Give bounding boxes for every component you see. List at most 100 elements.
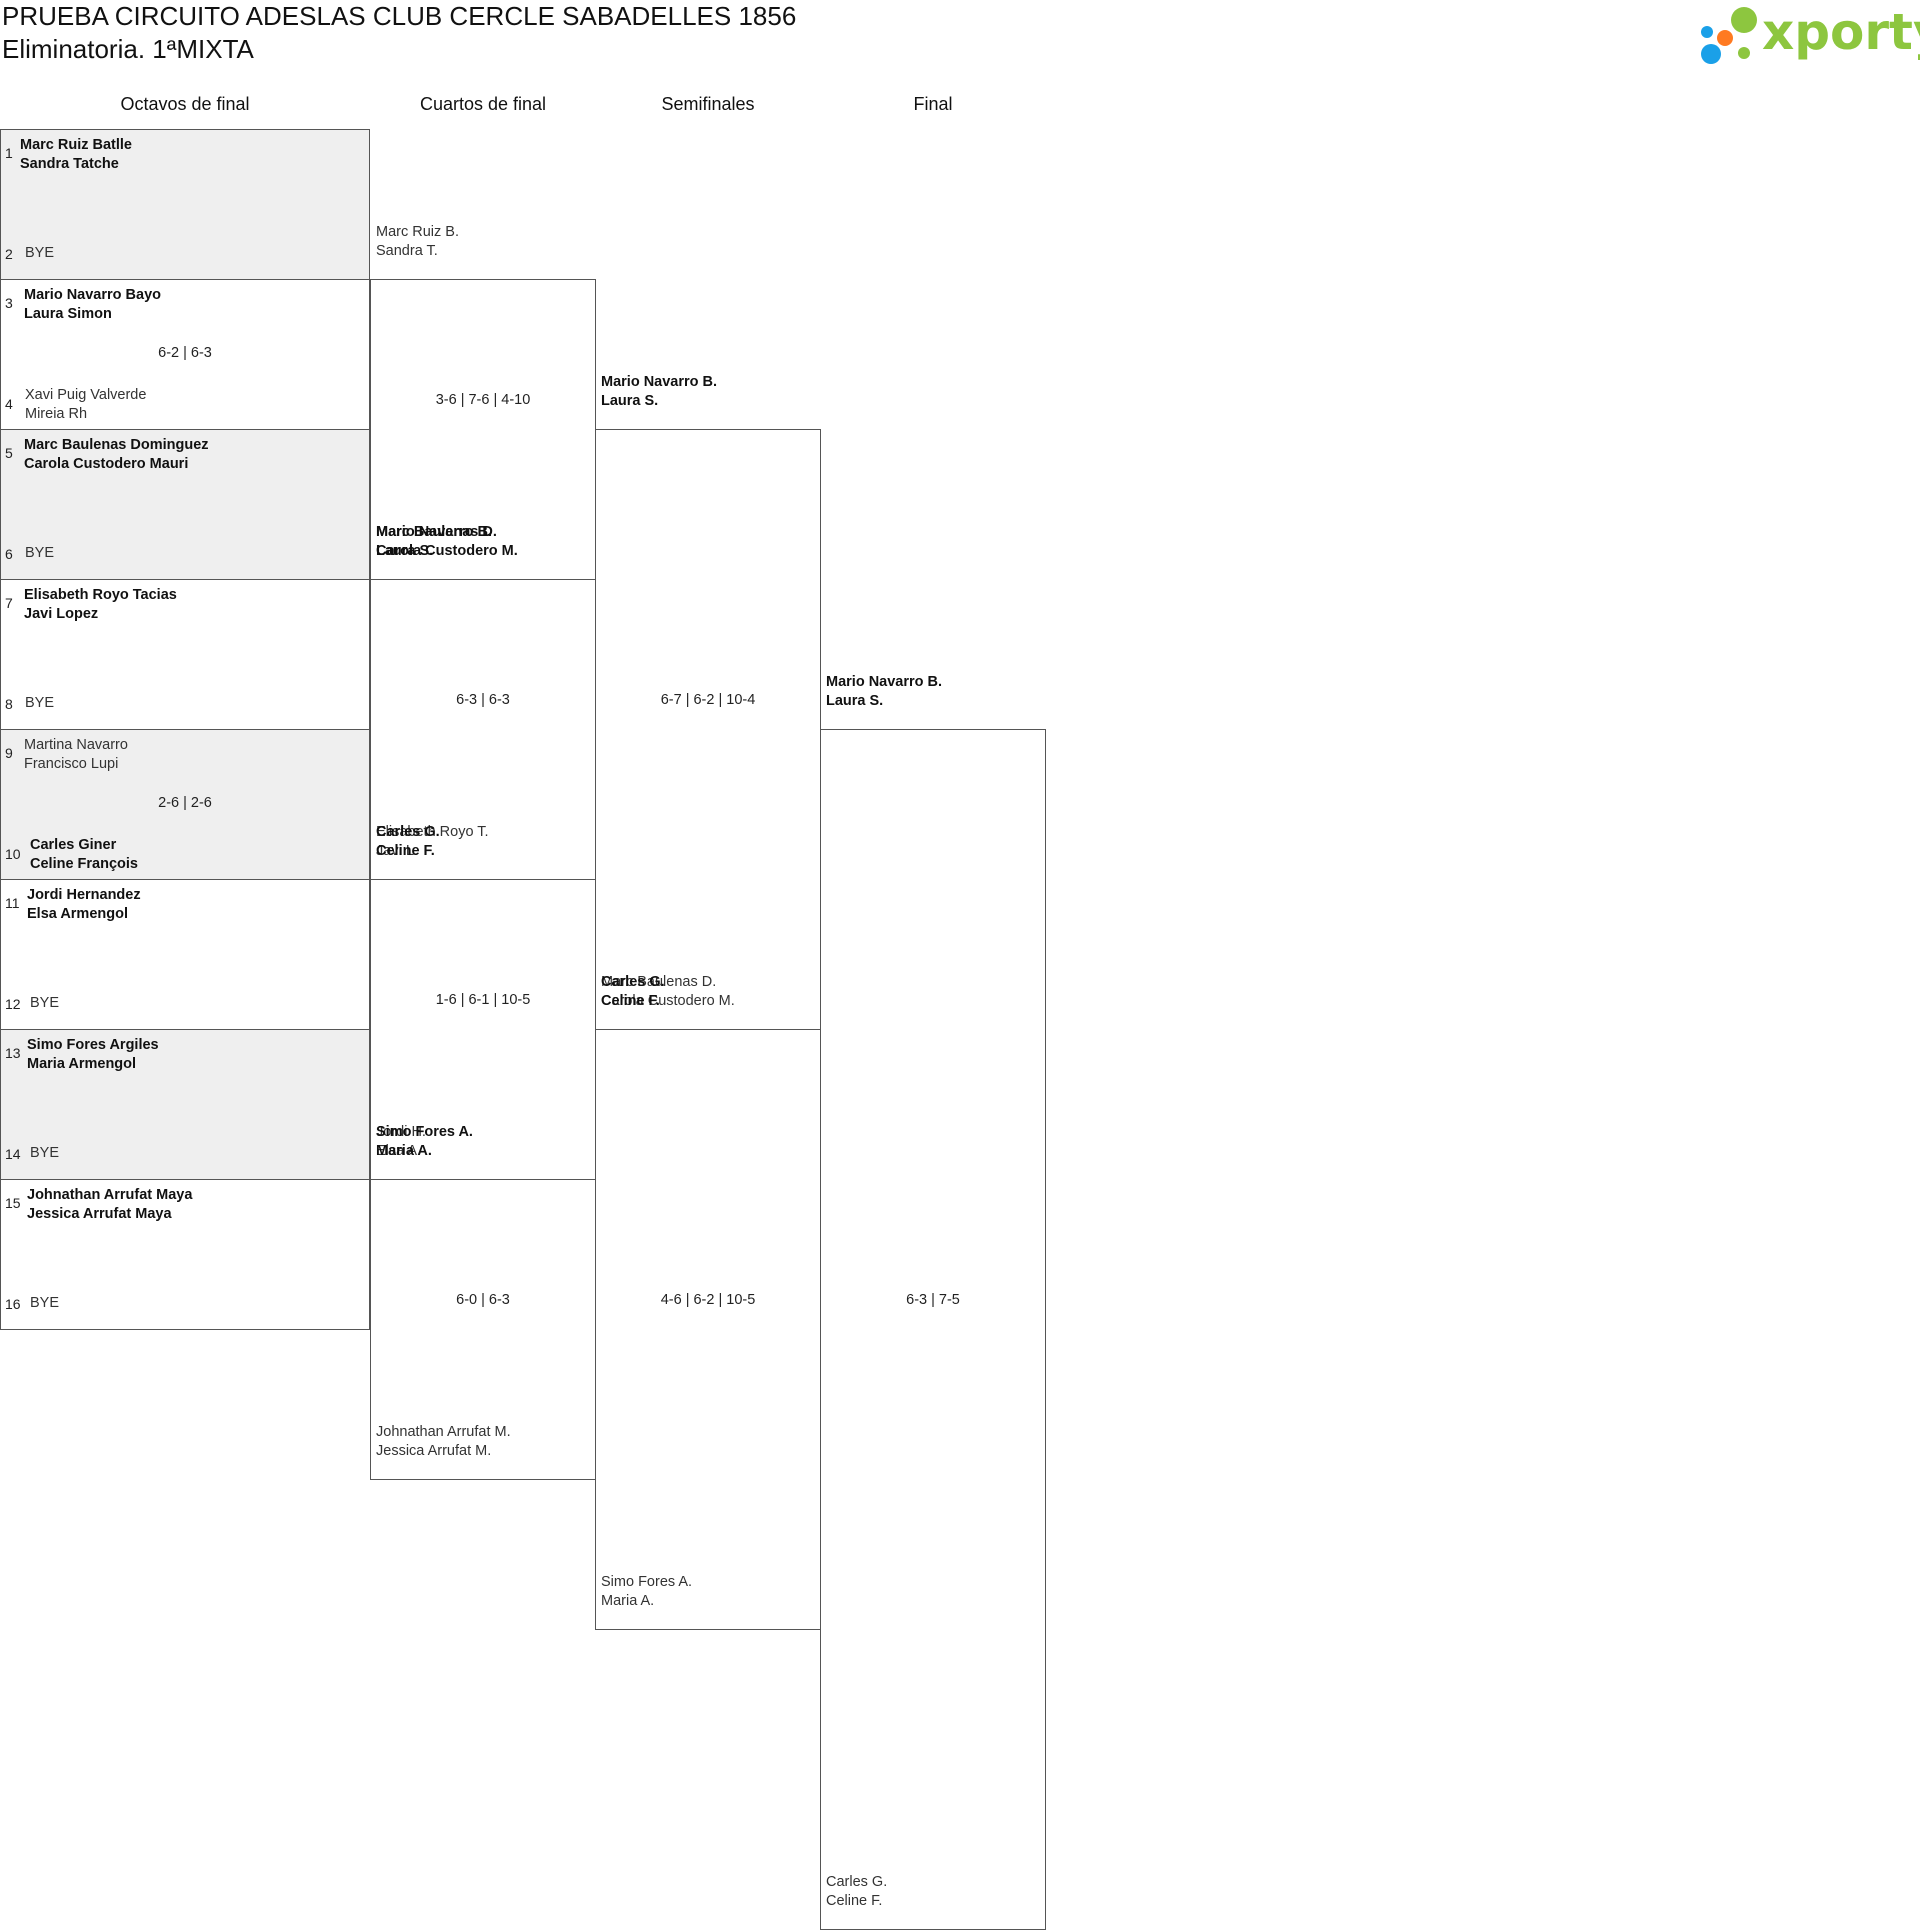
- player-name: BYE: [25, 695, 55, 711]
- player-name: Johnathan Arrufat M.: [376, 1424, 511, 1440]
- player-name: Maria Armengol: [27, 1056, 137, 1072]
- player-name: Celine François: [30, 856, 138, 872]
- player-name: Marc Ruiz Batlle: [20, 137, 132, 153]
- player-name: Javi Lopez: [24, 606, 99, 622]
- player-name: Carles G.: [601, 974, 665, 990]
- player-name: BYE: [25, 245, 55, 261]
- team-top: Carles G. Celine F.: [601, 973, 665, 1011]
- seed-number: 8: [5, 696, 13, 712]
- xporty-logo-mark: [1701, 7, 1757, 64]
- seed-number: 7: [5, 595, 13, 611]
- player-name: Carles G.: [826, 1874, 888, 1890]
- player-name: Carola Custodero M.: [601, 993, 735, 1009]
- seed-number: 15: [5, 1195, 21, 1211]
- team-bottom: Simo Fores A. Maria A.: [601, 1573, 692, 1611]
- r16-match-box: [0, 129, 370, 280]
- player-name: Laura S.: [601, 393, 659, 409]
- seed-number: 12: [5, 996, 21, 1012]
- match-score: 6-7 | 6-2 | 10-4: [660, 692, 756, 708]
- player-name: Laura Simon: [24, 306, 112, 322]
- round-title-1: Octavos de final: [120, 94, 250, 114]
- player-name: Mario Navarro B.: [826, 674, 943, 690]
- player-name: Celine F.: [601, 993, 660, 1009]
- player-name: Martina Navarro: [24, 737, 128, 753]
- player-name: BYE: [25, 545, 55, 561]
- match-score: 6-3 | 7-5: [906, 1292, 960, 1308]
- team-bottom: BYE: [30, 994, 59, 1013]
- player-name: Laura S.: [376, 543, 434, 559]
- player-name: Mario Navarro B.: [376, 524, 493, 540]
- seed-number: 13: [5, 1045, 21, 1061]
- seed-number: 11: [5, 895, 20, 911]
- match-score: 1-6 | 6-1 | 10-5: [435, 992, 531, 1008]
- seed-number: 5: [5, 445, 13, 461]
- seed-number: 2: [5, 246, 13, 262]
- player-name: Marc Ruiz B.: [376, 224, 459, 240]
- r16-match-box: [0, 429, 370, 580]
- draw-subtitle: Eliminatoria. 1ªMIXTA: [2, 34, 254, 64]
- player-name: Laura S.: [826, 693, 884, 709]
- team-bottom: Carles G. Celine F.: [826, 1873, 887, 1911]
- player-name: Celine F.: [376, 843, 435, 859]
- player-name: Mario Navarro Bayo: [24, 287, 161, 303]
- round-title-4: Final: [913, 94, 953, 114]
- player-name: Maria A.: [601, 1593, 655, 1609]
- team-top: Carles G. Celine F.: [376, 823, 440, 861]
- final-match-box: [820, 729, 1046, 1930]
- player-name: Carles Giner: [30, 837, 117, 853]
- match-score: 2-6 | 2-6: [158, 795, 212, 811]
- player-name: Mario Navarro B.: [601, 374, 718, 390]
- player-name: Jordi H.: [376, 1124, 426, 1140]
- player-name: Maria A.: [376, 1143, 432, 1159]
- player-name: Jordi Hernandez: [27, 887, 141, 903]
- team-top: Mario Navarro B. Laura S.: [826, 673, 942, 711]
- player-name: Jessica Arrufat M.: [376, 1443, 492, 1459]
- team-top: Simo Fores A. Maria A.: [376, 1123, 473, 1161]
- team-bottom: BYE: [25, 244, 54, 263]
- player-name: BYE: [30, 995, 60, 1011]
- player-name: Elisabeth Royo Tacias: [24, 587, 177, 603]
- xporty-logo: xporty: [1690, 2, 1920, 66]
- team-top: Mario Navarro B. Laura S.: [601, 373, 717, 411]
- seed-number: 16: [5, 1296, 21, 1312]
- seed-number: 6: [5, 546, 13, 562]
- player-name: Simo Fores A.: [376, 1124, 473, 1140]
- player-name: Francisco Lupi: [24, 756, 119, 772]
- r16-match-box: [0, 1179, 370, 1330]
- seed-number: 4: [5, 396, 13, 412]
- team-bottom: BYE: [30, 1144, 59, 1163]
- player-name: Carles G.: [376, 824, 440, 840]
- player-name: Celine F.: [826, 1893, 883, 1909]
- player-name: Mireia Rh: [25, 406, 88, 422]
- player-name: Elsa Armengol: [27, 906, 128, 922]
- round-title-3: Semifinales: [661, 94, 755, 114]
- team-bottom: Marc Baulenas D. Carola Custodero M.: [601, 973, 735, 1011]
- sf-match-box: [595, 1029, 821, 1630]
- player-name: Sandra T.: [376, 243, 438, 259]
- player-name: Javi L.: [376, 843, 418, 859]
- header: PRUEBA CIRCUITO ADESLAS CLUB CERCLE SABA…: [2, 0, 796, 66]
- team-bottom: BYE: [30, 1294, 59, 1313]
- seed-number: 10: [5, 846, 21, 862]
- player-name: Xavi Puig Valverde: [25, 387, 147, 403]
- team-bottom: BYE: [25, 544, 54, 563]
- seed-number: 3: [5, 295, 13, 311]
- player-name: Elisabeth Royo T.: [376, 824, 489, 840]
- player-name: Marc Baulenas D.: [601, 974, 717, 990]
- player-name: Simo Fores A.: [601, 1574, 693, 1590]
- seed-number: 9: [5, 745, 13, 761]
- sf-match-box: [595, 429, 821, 1030]
- player-name: Jessica Arrufat Maya: [27, 1206, 172, 1222]
- player-name: Carola Custodero M.: [376, 543, 518, 559]
- match-score: 6-3 | 6-3: [456, 692, 510, 708]
- team-bottom: Mario Navarro B. Laura S.: [376, 523, 492, 561]
